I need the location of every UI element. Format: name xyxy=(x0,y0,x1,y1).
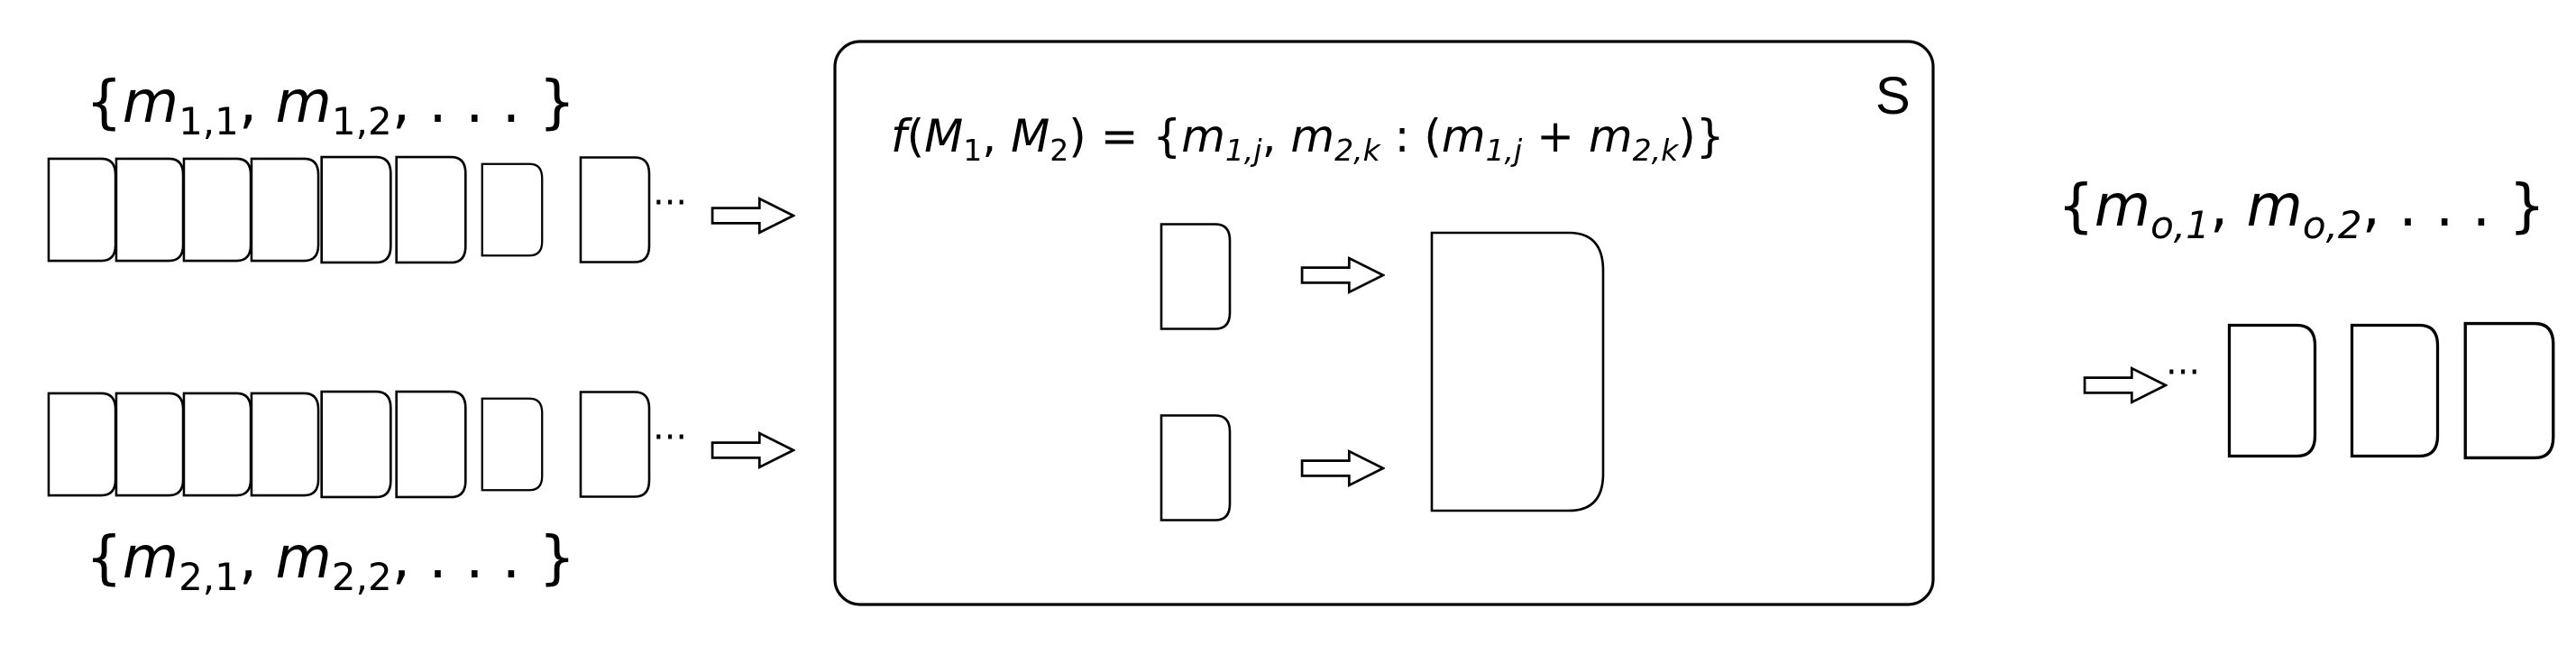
message-cell xyxy=(395,390,467,499)
var-m: m xyxy=(2247,173,2303,240)
input-stream-2: ··· {m2,1, m2,2, . . . } xyxy=(47,390,795,599)
set-tail: , . . . } xyxy=(2362,173,2545,240)
var-m: m xyxy=(123,525,179,592)
subscript-o-2: o,2 xyxy=(2303,203,2362,247)
sub-2-k: 2,k xyxy=(1633,133,1680,168)
service-label: S xyxy=(1875,67,1911,125)
message-cell xyxy=(182,157,252,263)
var-m: m xyxy=(1589,110,1633,162)
stream-1-ellipsis: ··· xyxy=(653,182,687,224)
service-input-cell-2 xyxy=(1160,414,1232,521)
service-panel: S f(M1, M2) = {m1,j, m2,k : (m1,j + m2,k… xyxy=(833,40,1935,606)
message-cell xyxy=(115,392,185,497)
subscript-1-2: 1,2 xyxy=(332,99,392,143)
output-ellipsis: ··· xyxy=(2166,352,2200,393)
sub-1-j: 1,j xyxy=(1225,133,1262,168)
set-brace-open: { xyxy=(2058,173,2095,240)
sub-1-j: 1,j xyxy=(1486,133,1523,168)
subscript-2-2: 2,2 xyxy=(332,555,392,599)
message-cell xyxy=(250,392,320,497)
var-m: m xyxy=(276,69,332,136)
sub-1: 1 xyxy=(963,133,982,168)
message-cell xyxy=(2350,323,2440,458)
subscript-2-1: 2,1 xyxy=(179,555,239,599)
stream-2-cells xyxy=(47,390,651,499)
output-cells xyxy=(2227,321,2555,460)
stream-1-set-label: {m1,1, m1,2, . . . } xyxy=(86,69,575,143)
message-cell xyxy=(481,162,544,257)
message-cell xyxy=(579,156,651,263)
stream-2-set-label: {m2,1, m2,2, . . . } xyxy=(86,525,575,599)
var-m: m xyxy=(1290,110,1334,162)
arrow-right-icon xyxy=(710,431,795,469)
subscript-1-1: 1,1 xyxy=(179,99,239,143)
message-cell xyxy=(2227,323,2317,458)
message-cell xyxy=(250,157,320,263)
input-stream-1: {m1,1, m1,2, . . . } ··· xyxy=(47,69,795,264)
service-function: f(M1, M2) = {m1,j, m2,k : (m1,j + m2,k)} xyxy=(891,110,1725,168)
set-tail: , . . . } xyxy=(392,525,575,592)
set-tail: , . . . } xyxy=(392,69,575,136)
separator: , xyxy=(239,69,276,136)
message-cell xyxy=(320,390,392,499)
set-brace-open: { xyxy=(86,525,123,592)
sub-2: 2 xyxy=(1050,133,1068,168)
close-paren-brace: )} xyxy=(1678,110,1724,162)
service-input-cell-1 xyxy=(1160,223,1232,330)
arrow-right-icon xyxy=(2083,366,2168,404)
colon-paren: : ( xyxy=(1380,110,1442,162)
message-cell xyxy=(47,157,117,263)
message-cell xyxy=(115,157,185,263)
paren-open: ( xyxy=(907,110,925,162)
message-cell xyxy=(320,155,392,264)
service-output-cell xyxy=(1430,231,1605,512)
subscript-o-1: o,1 xyxy=(2150,203,2210,247)
var-m: m xyxy=(1442,110,1486,162)
stream-1-cells xyxy=(47,155,651,264)
message-cell xyxy=(47,392,117,497)
separator: , xyxy=(2210,173,2247,240)
var-m: m xyxy=(123,69,179,136)
comma: , xyxy=(982,110,1011,162)
var-m: m xyxy=(2095,173,2150,240)
var-m: m xyxy=(276,525,332,592)
var-M: M xyxy=(924,110,963,162)
service-box xyxy=(833,40,1935,606)
var-M: M xyxy=(1011,110,1050,162)
message-cell xyxy=(182,392,252,497)
output-stream: {mo,1, mo,2, . . . } ··· xyxy=(2058,173,2555,460)
stream-2-ellipsis: ··· xyxy=(653,417,687,458)
message-cell xyxy=(2463,321,2555,460)
separator: , xyxy=(239,525,276,592)
var-m: m xyxy=(1181,110,1225,162)
message-cell xyxy=(481,397,544,492)
plus: + xyxy=(1522,110,1589,162)
sub-2-k: 2,k xyxy=(1334,133,1381,168)
set-brace-open: { xyxy=(86,69,123,136)
equals-brace: ) = { xyxy=(1068,110,1181,162)
message-cell xyxy=(579,391,651,498)
arrow-right-icon xyxy=(710,197,795,235)
output-set-label: {mo,1, mo,2, . . . } xyxy=(2058,173,2545,247)
message-cell xyxy=(395,155,467,264)
comma: , xyxy=(1262,110,1291,162)
